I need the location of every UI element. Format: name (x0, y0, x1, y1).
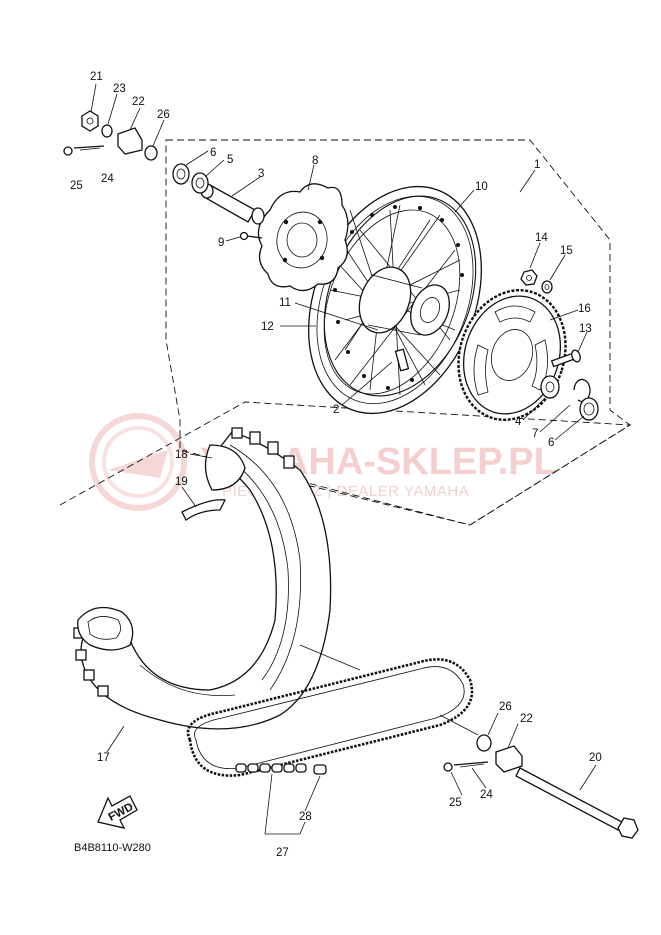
callout-4: 4 (515, 416, 522, 428)
callout-24: 24 (101, 173, 114, 185)
callout-18: 18 (175, 449, 188, 461)
watermark: YAMAHA-SKLEP.PL PIECHOWICZ | DEALER YAMA… (89, 413, 557, 511)
callout-22b: 22 (520, 713, 533, 725)
callout-numbers: 21 23 22 26 25 24 6 5 3 8 9 10 1 11 12 2… (70, 71, 602, 859)
callout-28: 28 (299, 811, 312, 823)
callout-24b: 24 (480, 789, 493, 801)
callout-10: 10 (475, 181, 488, 193)
inner-tube (204, 444, 246, 491)
rear-wheel (308, 185, 482, 415)
callout-22: 22 (132, 96, 145, 108)
rim-band (181, 499, 226, 521)
chain-links (235, 763, 327, 775)
callout-5: 5 (227, 154, 233, 166)
collar (200, 183, 265, 225)
callout-2: 2 (333, 404, 339, 416)
fwd-arrow-icon: FWD (97, 795, 138, 829)
callout-6: 6 (210, 147, 216, 159)
callout-6b: 6 (548, 437, 554, 449)
callout-21: 21 (90, 71, 103, 83)
callout-17: 17 (97, 752, 110, 764)
brake-disc (257, 183, 349, 292)
watermark-logo-icon (89, 413, 187, 511)
callout-3: 3 (258, 168, 264, 180)
callout-8: 8 (312, 155, 318, 167)
left-adjuster-set (63, 110, 158, 161)
callout-25: 25 (70, 180, 83, 192)
callout-23: 23 (113, 83, 126, 95)
callout-25b: 25 (449, 797, 462, 809)
callout-9: 9 (218, 237, 224, 249)
callout-16: 16 (578, 303, 591, 315)
right-adjuster-set (443, 734, 523, 773)
callout-26b: 26 (499, 701, 512, 713)
callout-19: 19 (175, 476, 188, 488)
axle (515, 767, 639, 839)
leader-lines (90, 83, 597, 835)
diagram-code: B4B8110-W280 (74, 842, 151, 854)
callout-1: 1 (534, 159, 540, 171)
wheel-assembly-outline (165, 139, 631, 526)
disc-bolt (239, 231, 263, 241)
callout-7: 7 (532, 428, 538, 440)
tire-assembly-outline (59, 401, 632, 526)
callout-20: 20 (589, 752, 602, 764)
tire (73, 427, 332, 730)
callout-15: 15 (560, 245, 573, 257)
left-bearing-set (172, 163, 209, 194)
right-bearing-set (540, 375, 599, 421)
callout-12: 12 (261, 321, 274, 333)
drive-chain (186, 658, 474, 777)
sprocket (457, 289, 567, 421)
callout-27: 27 (276, 847, 289, 859)
callout-11: 11 (279, 297, 291, 309)
callout-26: 26 (157, 109, 170, 121)
sprocket-bolt (550, 349, 581, 368)
sprocket-nut-washer (520, 269, 553, 294)
callout-13: 13 (579, 323, 592, 335)
callout-14: 14 (535, 232, 548, 244)
